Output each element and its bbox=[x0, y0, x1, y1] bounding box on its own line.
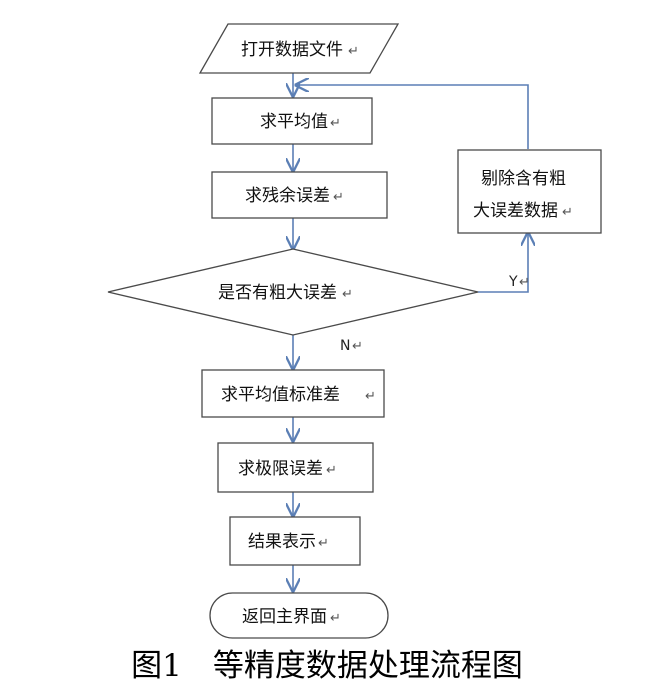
svg-text:求极限误差: 求极限误差 bbox=[238, 459, 323, 479]
svg-text:N: N bbox=[340, 338, 350, 354]
node-gross-error-decision: 是否有粗大误差 ↵ bbox=[107, 248, 479, 336]
node-mean: 求平均值 ↵ bbox=[211, 97, 373, 145]
svg-text:↵: ↵ bbox=[330, 611, 341, 626]
edge-decision-yes-to-remove bbox=[478, 233, 528, 293]
connectors bbox=[293, 73, 528, 591]
label-yes: Y ↵ bbox=[508, 274, 530, 290]
svg-text:↵: ↵ bbox=[330, 116, 341, 131]
node-result-display: 结果表示 ↵ bbox=[229, 516, 361, 566]
label-no: N ↵ bbox=[340, 338, 363, 354]
node-open-file: 打开数据文件 ↵ bbox=[198, 23, 400, 74]
svg-text:Y: Y bbox=[508, 274, 518, 290]
svg-text:↵: ↵ bbox=[318, 536, 329, 551]
svg-text:↵: ↵ bbox=[348, 44, 359, 59]
svg-text:↵: ↵ bbox=[352, 339, 363, 354]
svg-text:结果表示: 结果表示 bbox=[248, 532, 316, 552]
svg-text:返回主界面: 返回主界面 bbox=[242, 607, 327, 627]
svg-text:↵: ↵ bbox=[326, 463, 337, 478]
svg-text:↵: ↵ bbox=[519, 275, 530, 290]
node-return-main: 返回主界面 ↵ bbox=[209, 592, 389, 639]
svg-text:求平均值标准差: 求平均值标准差 bbox=[221, 385, 340, 405]
svg-text:打开数据文件: 打开数据文件 bbox=[241, 40, 343, 60]
svg-text:是否有粗大误差: 是否有粗大误差 bbox=[218, 283, 337, 303]
edge-remove-to-mean-loop bbox=[296, 85, 529, 149]
node-residual-error: 求残余误差 ↵ bbox=[211, 171, 388, 219]
svg-text:↵: ↵ bbox=[342, 287, 353, 302]
svg-text:求平均值: 求平均值 bbox=[260, 112, 328, 132]
node-mean-std-dev: 求平均值标准差 ↵ bbox=[201, 369, 385, 418]
node-limit-error: 求极限误差 ↵ bbox=[217, 442, 374, 493]
svg-text:求残余误差: 求残余误差 bbox=[245, 186, 330, 206]
node-remove-gross-error-data: 剔除含有粗 大误差数据 ↵ bbox=[457, 149, 602, 234]
svg-text:剔除含有粗: 剔除含有粗 bbox=[481, 169, 566, 189]
svg-text:↵: ↵ bbox=[562, 205, 573, 220]
svg-text:大误差数据: 大误差数据 bbox=[473, 201, 558, 221]
figure-caption: 图1 等精度数据处理流程图 bbox=[131, 648, 523, 684]
svg-text:↵: ↵ bbox=[365, 389, 376, 404]
svg-text:↵: ↵ bbox=[333, 190, 344, 205]
